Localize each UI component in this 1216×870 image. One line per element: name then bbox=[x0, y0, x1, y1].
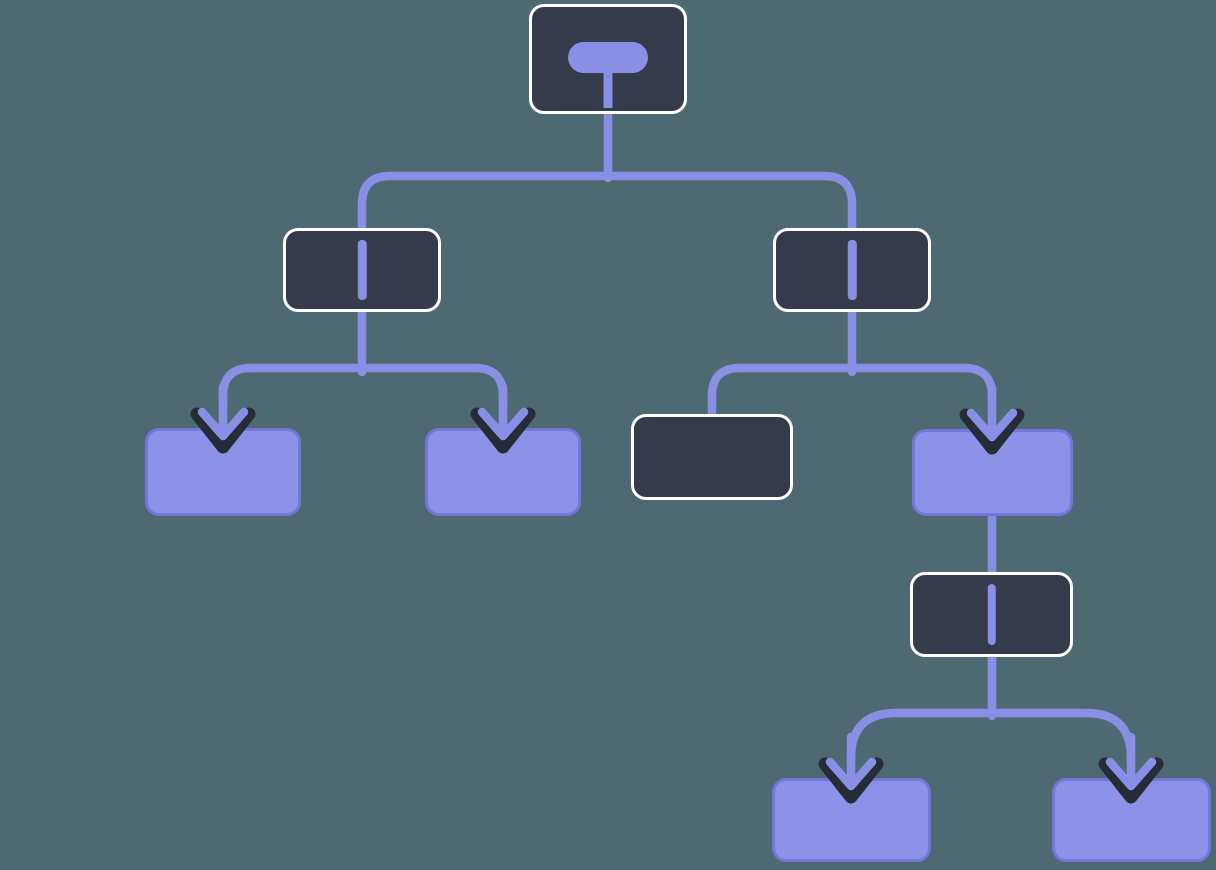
connector-branch-bottom-split bbox=[846, 708, 1136, 769]
node-leaf-bottom-2[interactable] bbox=[1052, 778, 1211, 862]
rounded-pill-icon bbox=[568, 42, 648, 73]
node-right-child[interactable] bbox=[912, 429, 1073, 516]
node-root[interactable] bbox=[529, 4, 687, 114]
node-branch-right[interactable] bbox=[773, 228, 931, 312]
connector-root-split bbox=[357, 171, 857, 241]
connector-bar-icon bbox=[357, 240, 367, 300]
node-branch-left[interactable] bbox=[283, 228, 441, 312]
node-branch-bottom[interactable] bbox=[910, 572, 1073, 657]
node-leaf-bottom-1[interactable] bbox=[772, 778, 931, 862]
node-leaf-left-1[interactable] bbox=[145, 428, 301, 516]
node-leaf-left-2[interactable] bbox=[425, 428, 581, 516]
connector-bar-icon bbox=[847, 240, 857, 300]
pill-stem-icon bbox=[603, 69, 613, 108]
node-dark-plain[interactable] bbox=[631, 414, 793, 500]
connector-bar-icon bbox=[987, 584, 996, 645]
